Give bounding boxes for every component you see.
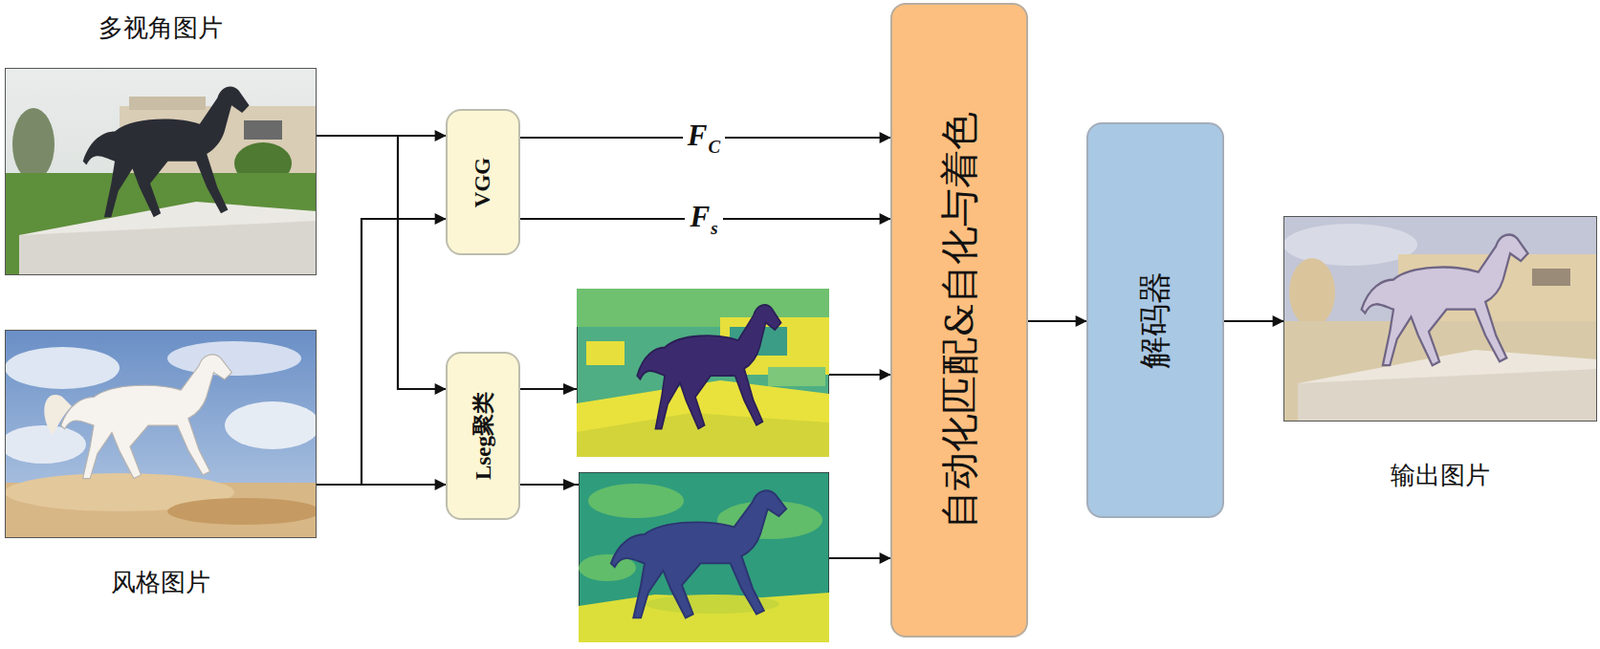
output-image: 输出图片 [1283, 216, 1598, 422]
image-caption: 风格图片 [0, 567, 355, 600]
segmentation-map [578, 472, 830, 643]
content-image: 多视角图片 [4, 67, 317, 276]
box-label: 自动化匹配&自化与着色 [933, 111, 987, 529]
arrow-connector [1028, 320, 1087, 323]
style-painting [4, 329, 317, 539]
segmentation-map [576, 288, 830, 458]
arrow-connector [316, 483, 446, 486]
decoder-box: 解码器 [1086, 122, 1225, 519]
feature-subscript: C [708, 136, 722, 157]
image-caption: 多视角图片 [0, 12, 355, 45]
feature-label: FC [682, 120, 725, 156]
matching-box: 自动化匹配&自化与着色 [890, 2, 1029, 638]
style-image: 风格图片 [4, 329, 317, 539]
arrow-connector [316, 219, 446, 485]
arrowhead [559, 377, 579, 498]
feature-label: Fs [684, 201, 723, 238]
image-caption: 输出图片 [1245, 460, 1600, 493]
box-label: 解码器 [1133, 271, 1178, 370]
feature-symbol: F [687, 118, 708, 153]
cluster-box: Lseg聚类 [445, 351, 521, 521]
content-photo [4, 67, 317, 276]
feature-symbol: F [689, 199, 710, 234]
box-label: VGG [470, 156, 496, 207]
vgg-box: VGG [445, 109, 521, 256]
arrow-connector [1224, 320, 1284, 323]
output-photo [1283, 216, 1598, 422]
feature-subscript: s [710, 218, 718, 239]
box-label: Lseg聚类 [468, 392, 499, 481]
arrow-connector [316, 135, 446, 390]
